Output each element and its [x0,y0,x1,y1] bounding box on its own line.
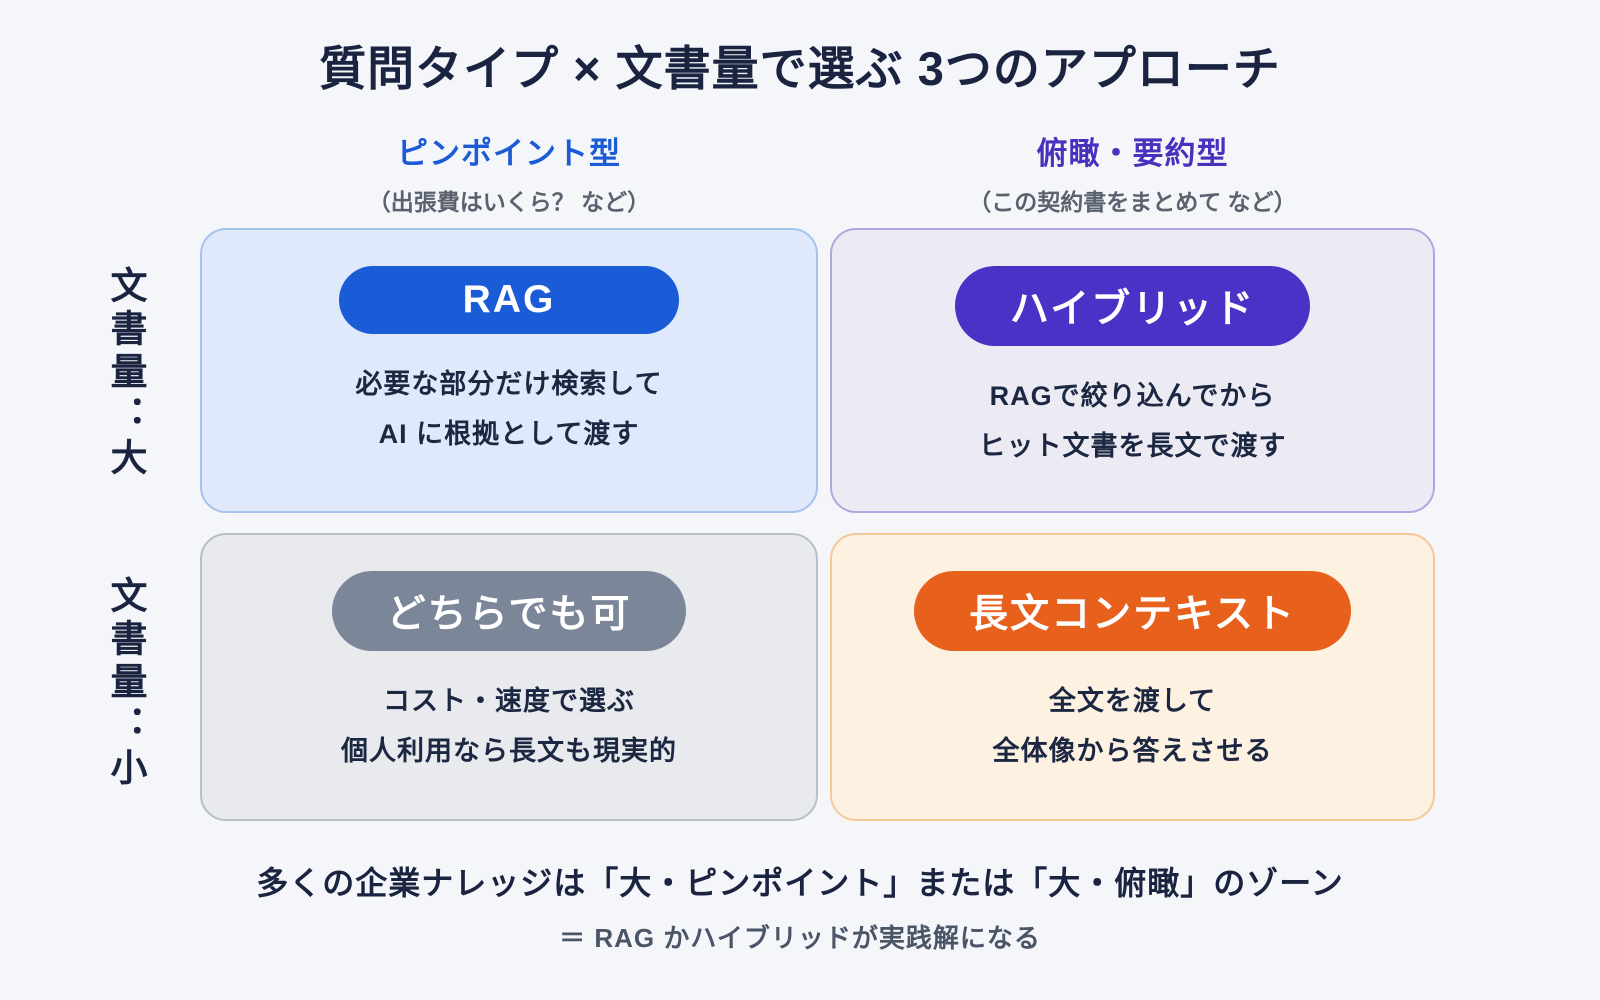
page-title: 質問タイプ × 文書量で選ぶ 3つのアプローチ [319,42,1281,95]
column-example-overview: （この契約書をまとめて など） [968,189,1297,215]
description-line: コスト・速度で選ぶ [383,686,635,716]
footer-practical-answer: ＝ RAG かハイブリッドが実践解になる [559,923,1041,953]
badge-rag: RAG [339,266,679,334]
description-line: 全文を渡して [1048,686,1217,716]
description-line: AI に根拠として渡す [378,418,640,449]
description-line: ヒット文書を長文で渡す [978,430,1287,461]
description-line: 必要な部分だけ検索して [355,369,663,399]
card-rag-description: 必要な部分だけ検索して AI に根拠として渡す [355,360,662,460]
footer-conclusion: 多くの企業ナレッジは「大・ピンポイント」または「大・俯瞰」のゾーン [256,865,1344,901]
card-rag: RAG 必要な部分だけ検索して AI に根拠として渡す [200,228,818,513]
card-either-description: コスト・速度で選ぶ 個人利用なら長文も現実的 [341,677,677,777]
badge-long-context: 長文コンテキスト [914,571,1351,651]
description-line: 個人利用なら長文も現実的 [341,735,677,766]
description-line: 全体像から答えさせる [992,735,1273,766]
card-hybrid: ハイブリッド RAGで絞り込んでから ヒット文書を長文で渡す [830,228,1435,513]
column-header-overview: 俯瞰・要約型 （この契約書をまとめて など） [830,128,1435,217]
column-label-overview: 俯瞰・要約型 [1036,136,1229,171]
row-label-docs-small: 文書量：小 [105,575,146,791]
row-label-docs-large: 文書量：大 [105,265,146,481]
column-header-pinpoint: ピンポイント型 （出張費はいくら？ など） [200,128,818,217]
card-hybrid-description: RAGで絞り込んでから ヒット文書を長文で渡す [979,372,1287,472]
card-long-context: 長文コンテキスト 全文を渡して 全体像から答えさせる [830,533,1435,821]
column-label-pinpoint: ピンポイント型 [397,136,621,171]
badge-hybrid: ハイブリッド [954,266,1311,346]
card-either: どちらでも可 コスト・速度で選ぶ 個人利用なら長文も現実的 [200,533,818,821]
column-example-pinpoint: （出張費はいくら？ など） [367,189,651,215]
card-long-context-description: 全文を渡して 全体像から答えさせる [993,677,1273,777]
badge-either: どちらでも可 [331,571,687,651]
description-line: RAGで絞り込んでから [989,381,1276,411]
